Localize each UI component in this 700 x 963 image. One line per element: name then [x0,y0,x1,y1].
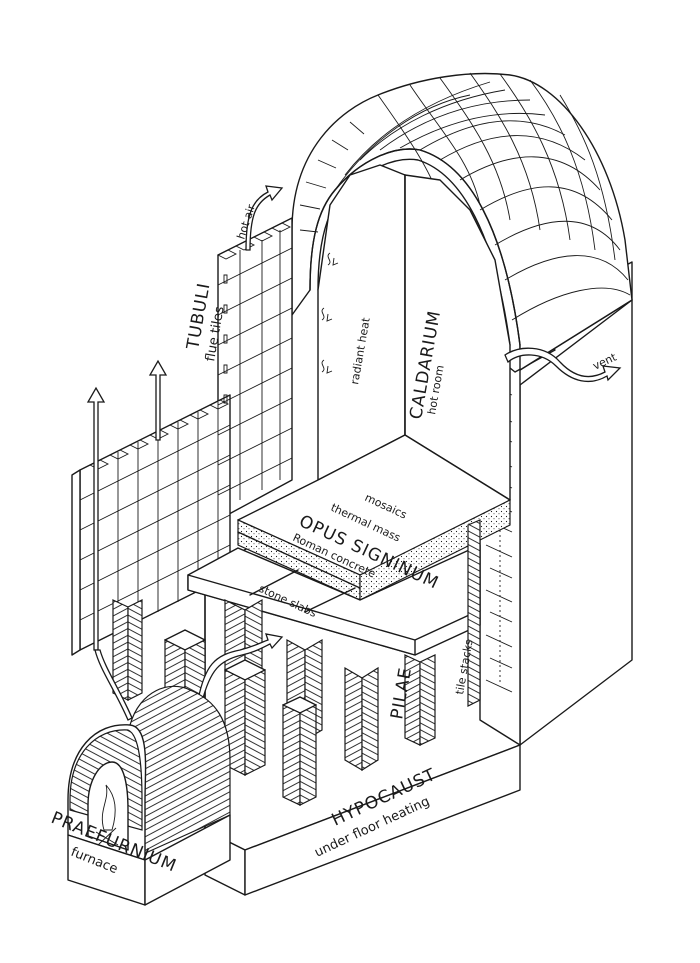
floor-layers [187,434,511,656]
fire-icon [95,784,119,846]
praefurnium [67,685,231,906]
pila [344,666,379,772]
pila [467,519,481,707]
hot-air-arrow-mid [148,359,168,441]
pila [224,659,266,776]
pila [112,599,143,701]
radiant-heat-arrows [321,252,339,374]
vault-tile-grid [299,72,631,321]
hot-air-arrow-top [245,185,284,251]
vent-arrow [504,347,622,383]
pila [282,696,317,806]
label-hot-air: hot air [234,202,258,241]
hot-air-arrow-left [86,386,106,651]
hot-air-arrow-hypocaust [197,633,284,703]
pila [404,654,436,746]
caldarium-room [317,164,511,501]
pilae [94,519,481,806]
tubuli-tile-grid [79,230,293,642]
